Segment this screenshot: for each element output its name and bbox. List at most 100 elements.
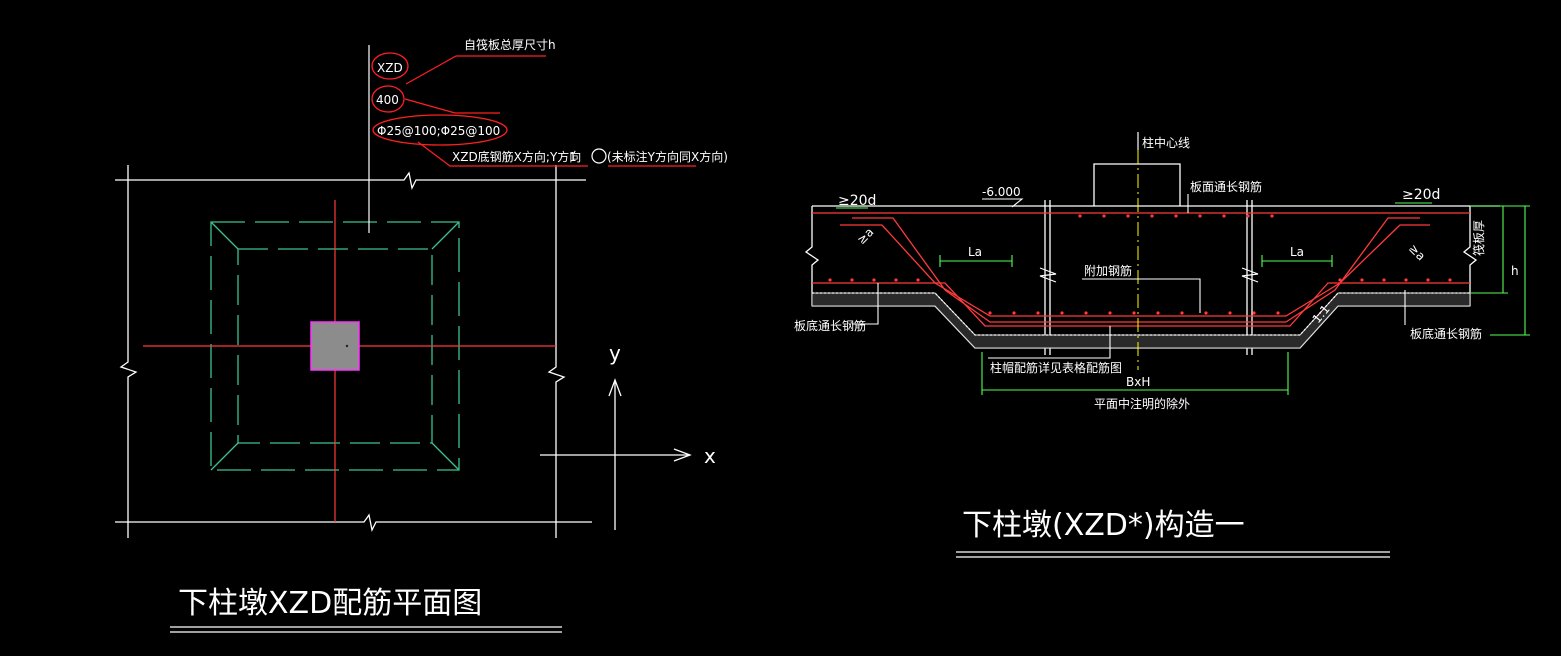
label-la-left: La xyxy=(968,245,982,259)
leader-bottom-left xyxy=(852,283,879,325)
annotation-callouts: XZD 400 Φ25@100;Φ25@100 自筏板总厚尺寸h XZD底钢筋X… xyxy=(371,38,728,167)
label-anchor-left: ≥20d xyxy=(838,193,876,209)
rebar-dot xyxy=(1036,311,1040,315)
label-anchor-right: ≥20d xyxy=(1402,187,1440,203)
rebar-dot xyxy=(1228,311,1232,315)
dimension-lines xyxy=(836,202,1530,395)
slab-left-end xyxy=(804,206,820,306)
label-plan-note: 平面中注明的除外 xyxy=(1094,396,1190,411)
rebar-dot xyxy=(1012,311,1016,315)
joint-break-marks xyxy=(1039,267,1259,283)
callout-code-text: XZD xyxy=(377,61,403,75)
column-center-dot xyxy=(345,344,349,348)
plan-frame xyxy=(115,165,592,538)
callout-thickness-ring xyxy=(371,85,405,113)
section-view: 柱中心线 -6.000 板面通长钢筋 ≥20d ≥20d La La 附加钢筋 … xyxy=(794,132,1530,558)
rebar-dot xyxy=(1252,311,1256,315)
cushion-layer-top xyxy=(812,292,1470,336)
rebar-dot xyxy=(1448,278,1452,282)
callout-leaders xyxy=(404,55,696,167)
rebar-dot xyxy=(1338,278,1342,282)
corner-diagonals xyxy=(210,221,460,471)
label-bottom-rebar-right: 板底通长钢筋 xyxy=(1410,326,1482,341)
callout-thickness-text: 400 xyxy=(376,93,399,107)
callout-rebar-ring xyxy=(372,114,508,146)
callout-code-ring xyxy=(371,52,409,80)
rebar-dot xyxy=(1078,214,1082,218)
label-column-cap-rebar: 柱帽配筋详见表格配筋图 xyxy=(990,360,1122,375)
rebar-dot xyxy=(828,278,832,282)
rebar-dot xyxy=(1276,311,1280,315)
label-slope-left: ≥a xyxy=(854,225,876,247)
label-bottom-rebar-left: 板底通长钢筋 xyxy=(794,318,866,333)
rebar-dot xyxy=(1270,214,1274,218)
axis-x-label: x xyxy=(704,444,716,468)
rebar-dot xyxy=(1222,214,1226,218)
section-leaders xyxy=(852,194,1406,359)
rebar-dot xyxy=(916,278,920,282)
rebar-dot xyxy=(1180,311,1184,315)
column-square xyxy=(310,321,360,371)
label-raft-thickness: 筏板厚 xyxy=(1472,220,1486,256)
rebar-dot xyxy=(894,278,898,282)
rebar-dot xyxy=(1404,278,1408,282)
slab-right-end xyxy=(1462,206,1478,306)
leader-additional-rebar xyxy=(1082,278,1201,313)
column-stub-outline xyxy=(1093,163,1181,206)
corner-diagonal-tr xyxy=(431,221,460,250)
rebar-dot xyxy=(1156,311,1160,315)
plan-frame-right-line xyxy=(547,165,566,538)
callout-leader-thickness-note xyxy=(405,55,546,85)
axis-x-arrow-head xyxy=(673,448,692,462)
label-bxh: BxH xyxy=(1126,375,1150,389)
cushion-layer-fill xyxy=(811,292,1471,349)
callout-rebar-note: XZD底钢筋X方向;Y方向 xyxy=(452,149,581,164)
callout-small-circle xyxy=(591,148,607,164)
callout-note-tail: (未标注Y方向同X方向) xyxy=(607,149,728,164)
rebar-dot xyxy=(1150,214,1154,218)
corner-diagonal-tl xyxy=(210,221,239,250)
label-la-right: La xyxy=(1290,245,1304,259)
rebar-lines xyxy=(812,212,1470,327)
rebar-dot xyxy=(872,278,876,282)
label-h: h xyxy=(1511,264,1519,278)
plan-title-underline xyxy=(170,626,562,633)
leader-elevation xyxy=(982,198,1024,208)
plan-frame-left-line xyxy=(119,165,138,538)
section-title-underline xyxy=(956,551,1390,558)
rebar-dot xyxy=(1126,214,1130,218)
rebar-dot xyxy=(1426,278,1430,282)
rebar-dot xyxy=(1382,278,1386,282)
section-title: 下柱墩(XZD*)构造一 xyxy=(962,508,1245,543)
label-top-rebar: 板面通长钢筋 xyxy=(1190,179,1262,194)
rebar-additional xyxy=(840,224,1430,317)
rebar-dot xyxy=(1198,214,1202,218)
callout-note-index: 1 xyxy=(569,150,577,164)
rebar-dot xyxy=(1246,214,1250,218)
rebar-dot xyxy=(1084,311,1088,315)
rebar-dots xyxy=(828,214,1452,315)
plan-title: 下柱墩XZD配筋平面图 xyxy=(178,586,482,621)
corner-diagonal-bl xyxy=(210,442,239,471)
rebar-dot xyxy=(1360,278,1364,282)
rebar-dot xyxy=(1060,311,1064,315)
plan-frame-top-line xyxy=(115,171,586,190)
callout-rebar-text: Φ25@100;Φ25@100 xyxy=(377,124,500,138)
plan-view: XZD 400 Φ25@100;Φ25@100 自筏板总厚尺寸h XZD底钢筋X… xyxy=(115,38,728,633)
rebar-dot xyxy=(1108,311,1112,315)
rebar-dot xyxy=(850,278,854,282)
corner-diagonal-br xyxy=(431,442,460,471)
label-additional-rebar: 附加钢筋 xyxy=(1084,263,1132,278)
axis-y-label: y xyxy=(609,341,621,365)
callout-leader-rebar-note xyxy=(417,141,588,167)
joint-break-mark-left xyxy=(1039,267,1057,283)
plan-frame-bottom-line xyxy=(115,513,592,532)
callout-thickness-note: 自筏板总厚尺寸h xyxy=(464,38,556,52)
axis-symbol xyxy=(540,378,692,530)
label-elevation: -6.000 xyxy=(982,185,1021,199)
rebar-dot xyxy=(988,311,992,315)
rebar-dot xyxy=(1132,311,1136,315)
label-slope-right: ≥a xyxy=(1406,241,1428,263)
rebar-dot xyxy=(1204,311,1208,315)
